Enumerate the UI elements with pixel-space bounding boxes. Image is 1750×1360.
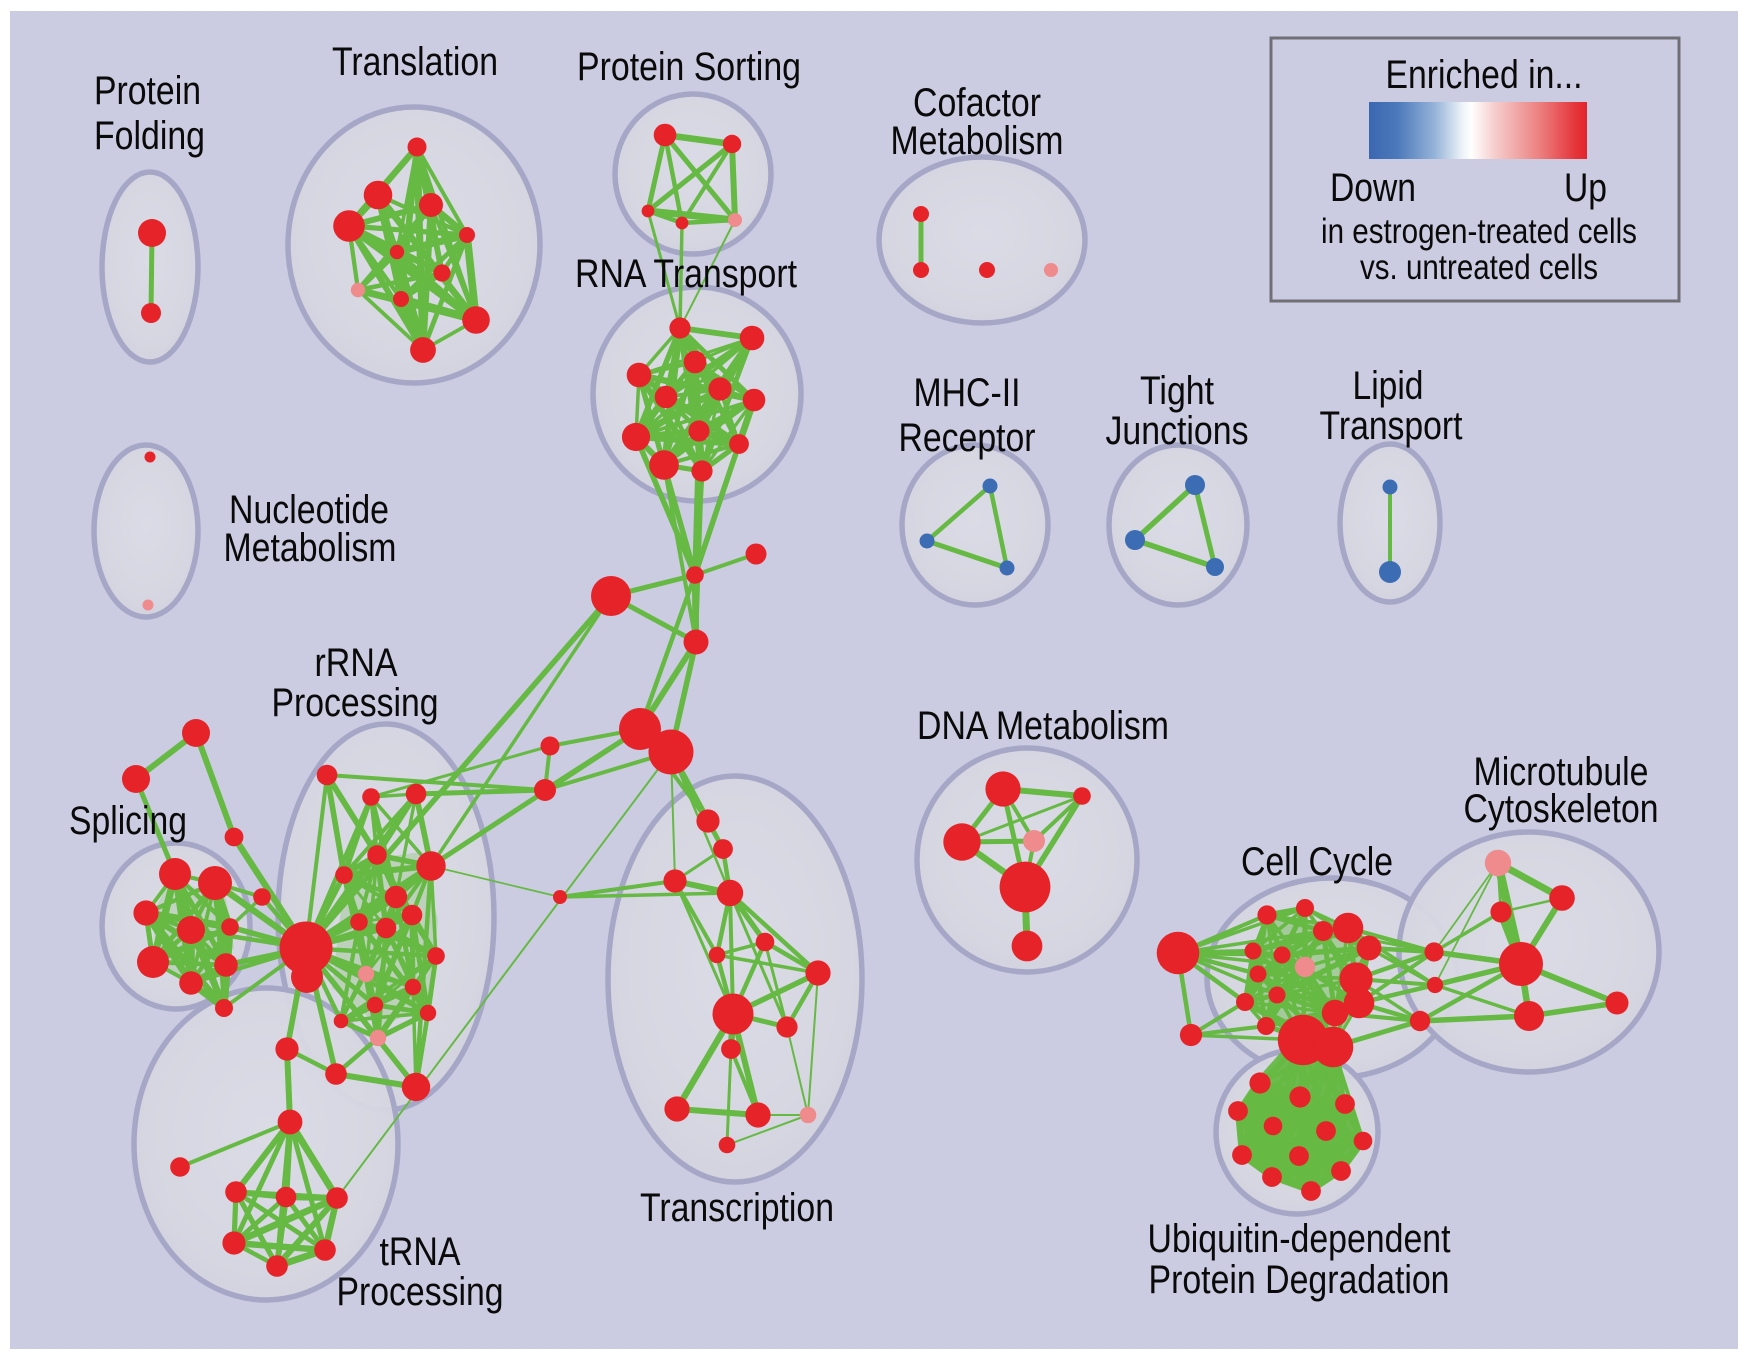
svg-text:in estrogen-treated cells: in estrogen-treated cells: [1321, 212, 1637, 251]
svg-text:Metabolism: Metabolism: [891, 119, 1064, 163]
svg-text:Folding: Folding: [94, 114, 205, 158]
svg-text:Processing: Processing: [337, 1270, 504, 1314]
svg-text:Down: Down: [1330, 166, 1416, 210]
svg-text:Up: Up: [1564, 166, 1607, 210]
svg-text:Receptor: Receptor: [899, 416, 1036, 460]
svg-text:Splicing: Splicing: [69, 799, 187, 843]
svg-text:Enriched in...: Enriched in...: [1386, 53, 1583, 97]
svg-text:Metabolism: Metabolism: [224, 526, 397, 570]
svg-text:Junctions: Junctions: [1106, 409, 1249, 453]
svg-text:Transport: Transport: [1320, 404, 1463, 448]
svg-text:Protein Sorting: Protein Sorting: [577, 45, 801, 89]
svg-text:rRNA: rRNA: [315, 641, 398, 685]
svg-text:Translation: Translation: [332, 40, 498, 84]
svg-text:vs. untreated cells: vs. untreated cells: [1360, 248, 1598, 287]
svg-text:Cytoskeleton: Cytoskeleton: [1464, 787, 1659, 831]
svg-text:Nucleotide: Nucleotide: [229, 488, 389, 532]
svg-text:Protein Degradation: Protein Degradation: [1149, 1258, 1450, 1302]
svg-text:Tight: Tight: [1140, 369, 1214, 413]
svg-text:Cell Cycle: Cell Cycle: [1241, 840, 1393, 884]
svg-text:Lipid: Lipid: [1353, 364, 1424, 408]
svg-text:Cofactor: Cofactor: [913, 81, 1041, 125]
svg-text:tRNA: tRNA: [380, 1230, 461, 1274]
svg-text:Protein: Protein: [94, 69, 201, 113]
svg-text:Processing: Processing: [272, 681, 439, 725]
svg-text:Microtubule: Microtubule: [1474, 750, 1649, 794]
svg-text:Transcription: Transcription: [640, 1186, 834, 1230]
svg-text:Ubiquitin-dependent: Ubiquitin-dependent: [1148, 1217, 1451, 1261]
svg-text:DNA Metabolism: DNA Metabolism: [917, 704, 1169, 748]
svg-text:MHC-II: MHC-II: [914, 371, 1021, 415]
svg-text:RNA Transport: RNA Transport: [575, 252, 797, 296]
